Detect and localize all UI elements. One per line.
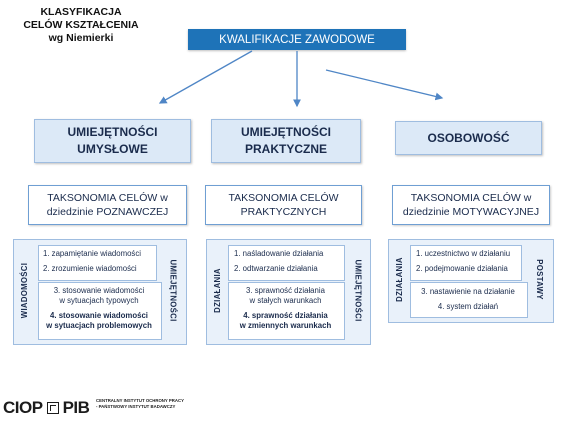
levels-group-skills: [38, 282, 162, 340]
taxonomy-box-practical: TAKSONOMIA CELÓW PRAKTYCZNYCH: [205, 185, 362, 225]
level-4-proficiency-variable: 4. sprawność działania w zmiennych warun…: [239, 311, 332, 330]
arrow-left: [158, 50, 253, 104]
level-2-reproduction: 2. odtwarzanie działania: [234, 264, 318, 273]
taxonomy-box-cognitive: TAKSONOMIA CELÓW w dziedzinie POZNAWCZEJ: [28, 185, 187, 225]
levels-group-actions: [228, 245, 345, 281]
logo-subtitle: CENTRALNY INSTYTUT OCHRONY PRACY - PAŃST…: [96, 398, 184, 409]
vertical-label-attitudes: POSTAWY: [534, 258, 544, 300]
vertical-label-skills-practical: UMIEJĘTNOŚCI: [353, 258, 363, 322]
head-box-personality: OSOBOWOŚĆ: [395, 121, 542, 155]
head-box-mental-skills: UMIEJĘTNOŚCI UMYSŁOWE: [34, 119, 191, 163]
level-3-applying-typical: 3. stosowanie wiadomości w sytuacjach ty…: [53, 286, 145, 305]
arrow-right: [325, 69, 444, 101]
level-3-attitude: 3. nastawienie na działanie: [421, 287, 515, 296]
head-box-practical-skills: UMIEJĘTNOŚCI PRAKTYCZNE: [211, 119, 361, 163]
level-4-system: 4. system działań: [437, 302, 499, 311]
vertical-label-knowledge: WIADOMOŚCI: [20, 262, 30, 318]
levels-group-participation: [410, 245, 522, 281]
level-1-participation: 1. uczestnictwo w działaniu: [416, 249, 511, 258]
level-1-imitation: 1. naśladowanie działania: [234, 249, 324, 258]
vertical-label-actions-motivational: DZIAŁANIA: [394, 256, 404, 302]
level-1-remembering: 1. zapamiętanie wiadomości: [43, 249, 141, 258]
vertical-label-skills: UMIEJĘTNOŚCI: [168, 258, 178, 322]
levels-group-attitudes: [410, 282, 528, 318]
level-2-understanding: 2. zrozumienie wiadomości: [43, 264, 137, 273]
vertical-label-actions: DZIAŁANIA: [212, 267, 222, 313]
top-box-qualifications: KWALIFIKACJE ZAWODOWE: [188, 29, 406, 50]
diagram-corner-title: KLASYFIKACJA CELÓW KSZTAŁCENIA wg Niemie…: [23, 6, 139, 44]
ciop-pib-logo: CIOP PIB: [3, 398, 90, 417]
levels-group-proficiency: [228, 282, 345, 340]
levels-group-knowledge: [38, 245, 157, 281]
level-3-proficiency-stable: 3. sprawność działania w stałych warunka…: [246, 286, 325, 305]
level-4-applying-problem: 4. stosowanie wiadomości w sytuacjach pr…: [46, 311, 152, 330]
taxonomy-box-motivational: TAKSONOMIA CELÓW w dziedzinie MOTYWACYJN…: [392, 185, 550, 225]
logo-mark-icon: [46, 402, 59, 414]
level-2-undertaking: 2. podejmowanie działania: [416, 264, 508, 273]
